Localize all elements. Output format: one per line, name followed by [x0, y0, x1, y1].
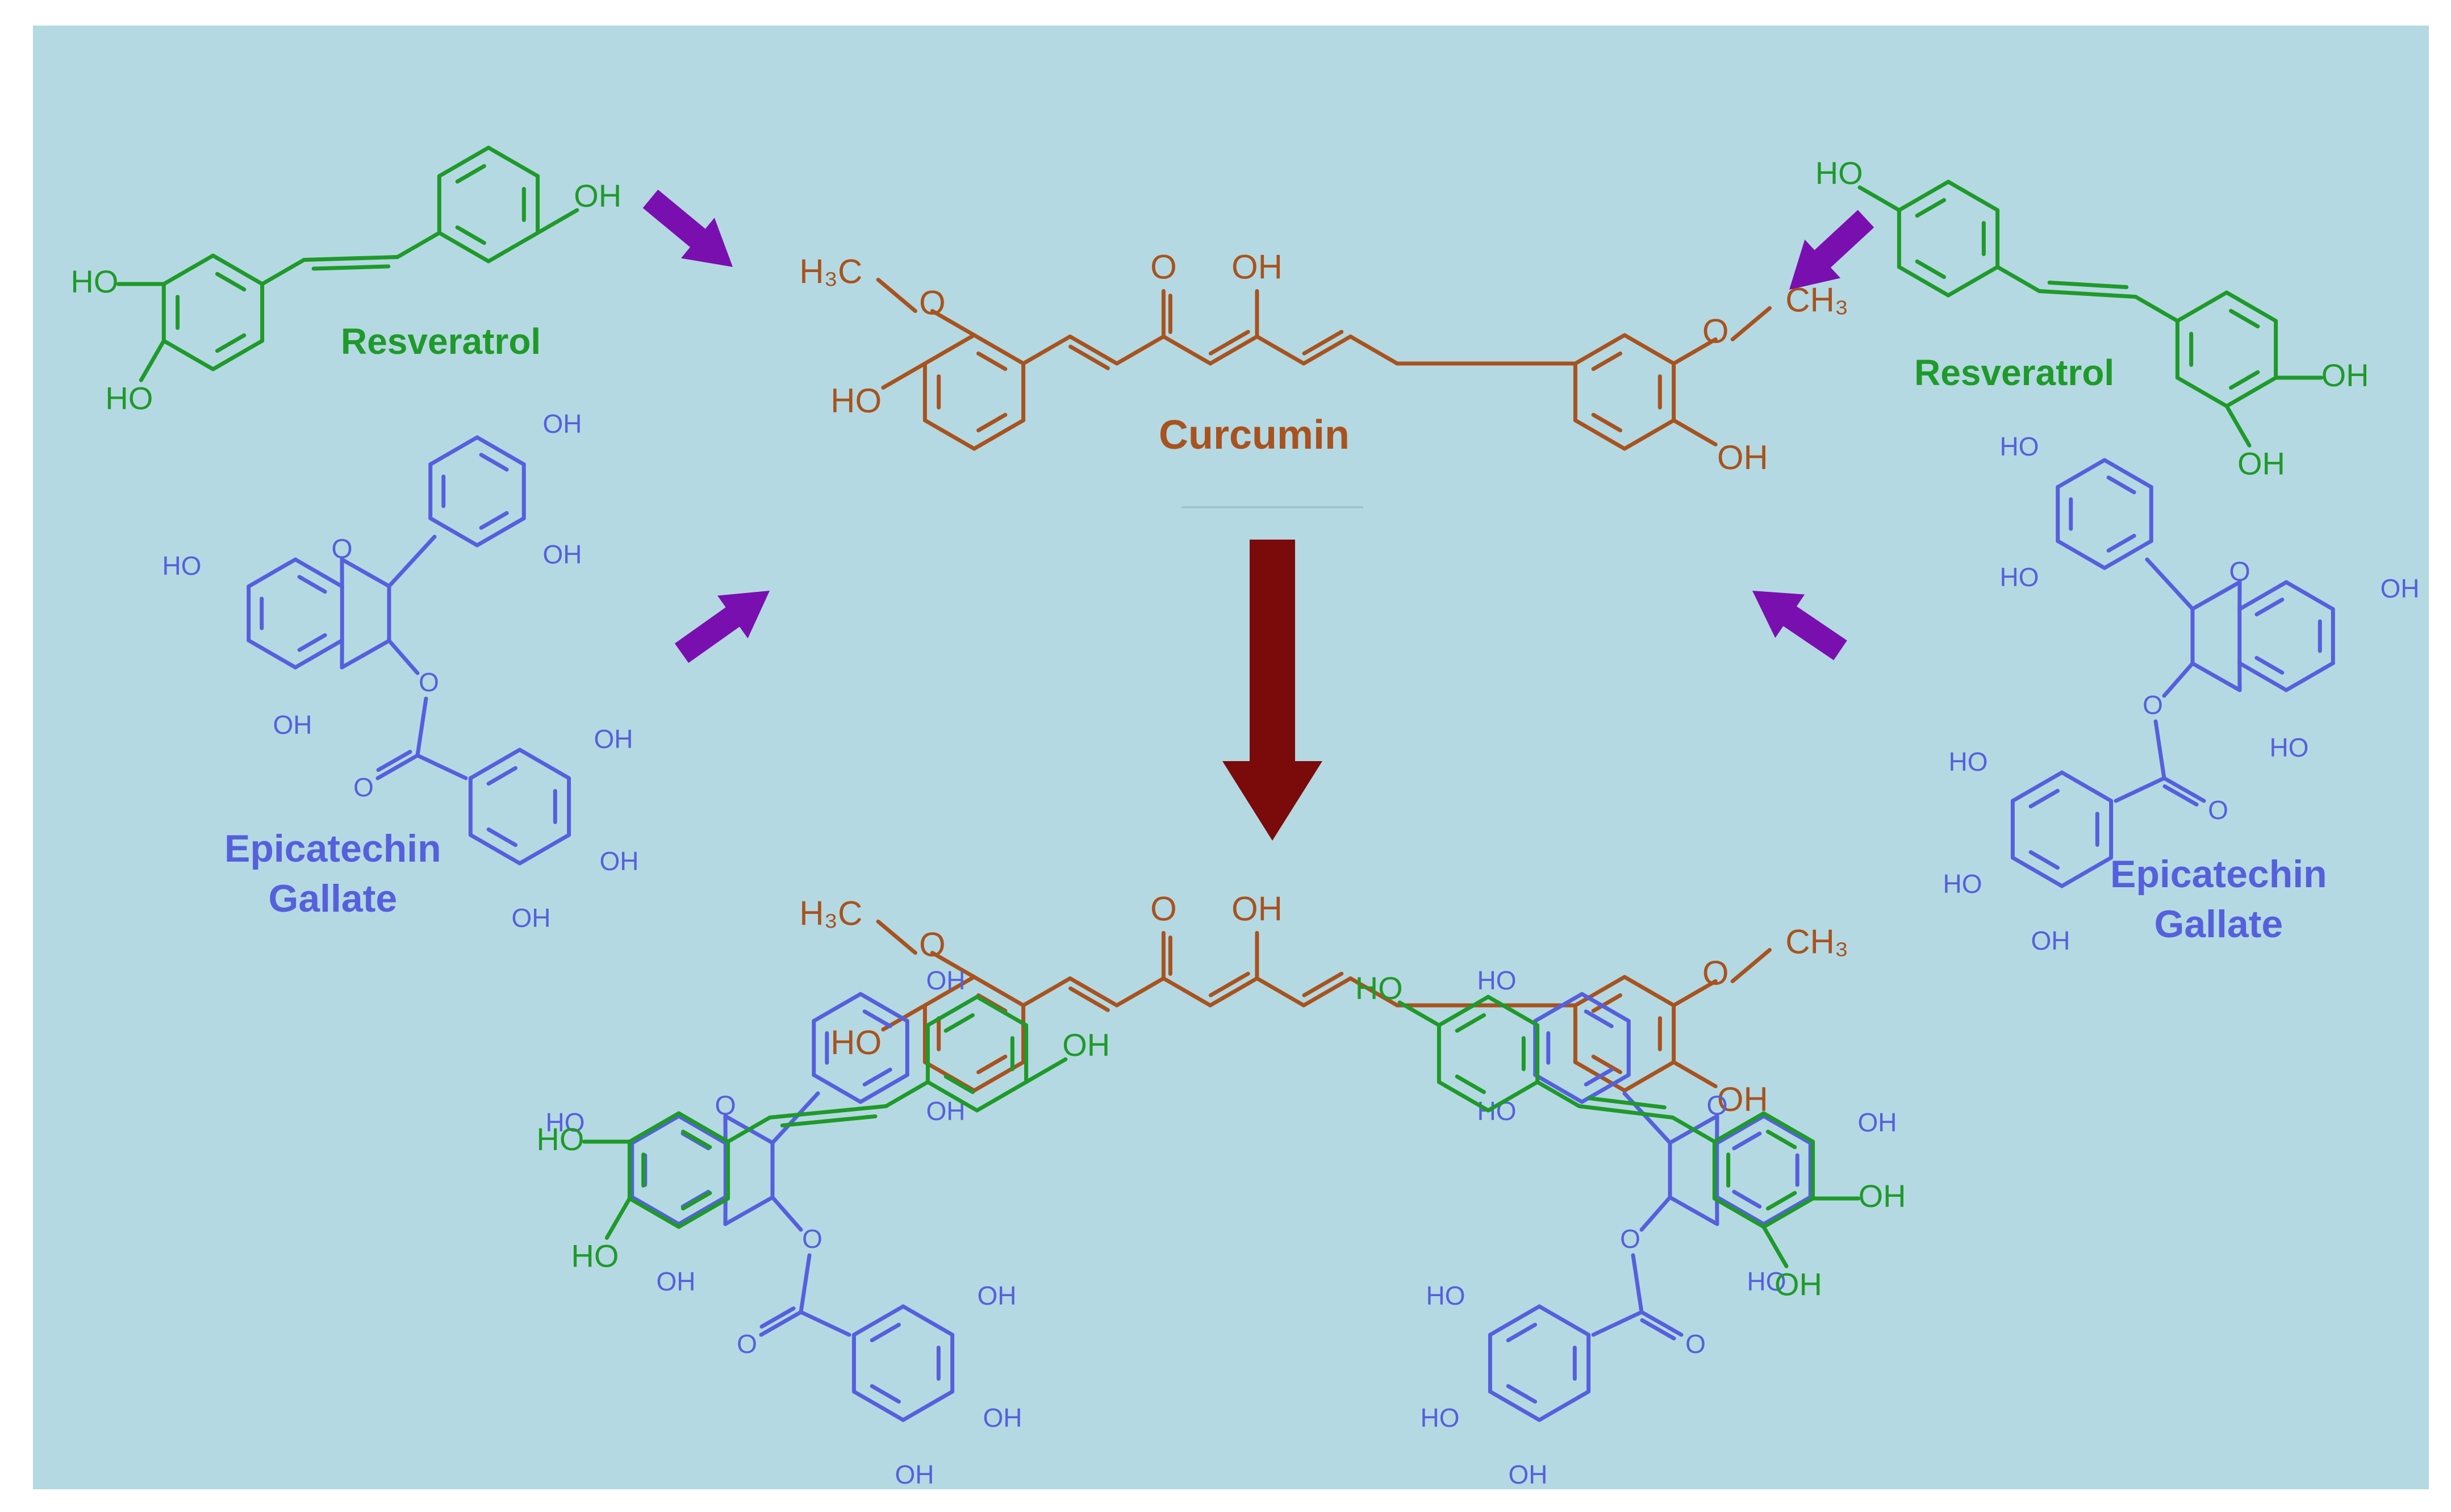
atom-label: OH: [2321, 357, 2369, 393]
atom-label: O: [715, 1091, 736, 1121]
ecg-left-structure: O OH OH HO OH O O OH OH OH: [162, 409, 639, 933]
atom-label: OH: [1062, 1027, 1110, 1063]
atom-label: O: [737, 1329, 757, 1359]
atom-label: O: [1685, 1329, 1706, 1359]
ecg-right-label-line2: Gallate: [2154, 903, 2283, 946]
atom-label: HO: [1477, 966, 1517, 995]
atom-label: OH: [543, 540, 582, 569]
atom-label: HO: [830, 382, 882, 420]
atom-label: HO: [2270, 733, 2309, 762]
atom-label: OH: [1231, 248, 1283, 286]
hybrid-ecg-left: O OH OH HO O HO O OH OH OH: [546, 966, 1022, 1489]
atom-label: OH: [2381, 574, 2420, 603]
atom-label: OH: [1231, 889, 1283, 928]
atom-label: HO: [2000, 432, 2039, 461]
atom-label: OH: [926, 966, 966, 995]
atom-label: OH: [594, 724, 633, 754]
atom-label: HO: [162, 551, 202, 580]
atom-label: HO: [70, 264, 118, 299]
atom-label: OH: [1774, 1266, 1822, 1302]
atom-label: O: [353, 772, 374, 802]
atom-label: HO: [571, 1238, 619, 1273]
atom-label: OH: [1858, 1108, 1897, 1137]
atom-label: O: [919, 925, 946, 963]
arrow-down-left-icon: [1789, 210, 1874, 290]
atom-label: HO: [1355, 970, 1403, 1006]
arrow-up-right-icon: [674, 590, 770, 663]
atom-label: OH: [1717, 1080, 1768, 1118]
atom-label: O: [331, 534, 352, 565]
atom-label: OH: [1859, 1178, 1906, 1214]
atom-label: HO: [1426, 1281, 1465, 1310]
atom-label: HO: [1477, 1096, 1517, 1126]
atom-label: H₃C: [799, 894, 862, 932]
curcumin-label: Curcumin: [1159, 412, 1350, 458]
atom-label: HO: [1949, 747, 1988, 776]
ecg-left-label: Epicatechin Gallate: [224, 824, 441, 924]
atom-label: H₃C: [799, 252, 862, 290]
atom-label: OH: [512, 903, 551, 933]
arrow-down-icon: [1222, 540, 1322, 841]
diagram-panel: [33, 26, 2429, 1489]
atom-label: HO: [105, 380, 153, 416]
ecg-right-label-line1: Epicatechin: [2110, 853, 2327, 896]
resveratrol-left-label: Resveratrol: [341, 321, 541, 362]
atom-label: OH: [895, 1460, 934, 1489]
atom-label: O: [1702, 312, 1729, 350]
atom-label: HO: [1747, 1267, 1786, 1296]
ecg-left-label-line1: Epicatechin: [224, 827, 441, 870]
atom-label: O: [1706, 1091, 1727, 1121]
atom-label: O: [1150, 248, 1177, 286]
atom-label: OH: [600, 846, 639, 876]
atom-label: HO: [1943, 869, 1982, 899]
atom-label: O: [2208, 795, 2228, 825]
atom-label: OH: [2237, 445, 2285, 481]
atom-label: OH: [2031, 926, 2070, 955]
atom-label: OH: [657, 1267, 696, 1296]
atom-label: O: [2229, 557, 2250, 587]
atom-label: HO: [536, 1121, 584, 1157]
atom-label: OH: [978, 1281, 1017, 1310]
atom-label: OH: [273, 710, 312, 740]
atom-label: O: [919, 283, 946, 321]
arrow-down-right-icon: [642, 189, 733, 267]
atom-label: HO: [546, 1108, 585, 1137]
atom-label: CH₃: [1785, 922, 1848, 960]
resveratrol-right-label: Resveratrol: [1914, 352, 2115, 393]
atom-label: HO: [1815, 155, 1863, 191]
atom-label: OH: [543, 409, 582, 438]
atom-label: HO: [1421, 1403, 1460, 1432]
atom-label: O: [2143, 690, 2163, 720]
ecg-left-label-line2: Gallate: [268, 877, 398, 921]
ecg-right-label: Epicatechin Gallate: [2110, 849, 2327, 950]
atom-label: O: [419, 667, 439, 697]
arrow-up-left-icon: [1752, 591, 1847, 661]
atom-label: OH: [1509, 1460, 1548, 1489]
resveratrol-left-structure: HO HO OH: [70, 145, 621, 416]
atom-label: O: [1702, 954, 1729, 992]
atom-label: O: [1150, 889, 1177, 928]
atom-label: OH: [983, 1403, 1022, 1432]
atom-label: OH: [1717, 438, 1768, 477]
atom-label: HO: [2000, 562, 2039, 592]
atom-label: O: [1620, 1224, 1640, 1254]
atom-label: HO: [830, 1024, 882, 1062]
atom-label: O: [802, 1224, 822, 1254]
resveratrol-right-structure: OH OH HO: [1815, 155, 2369, 482]
atom-label: OH: [574, 178, 621, 214]
